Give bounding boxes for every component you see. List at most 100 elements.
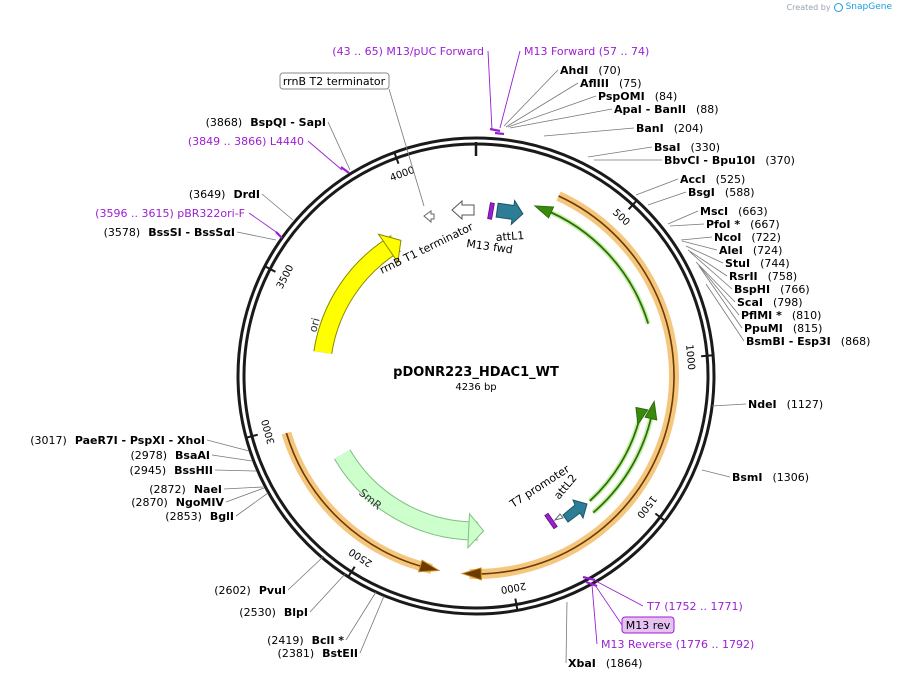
attl2-primer-bar bbox=[544, 512, 558, 530]
site-leader bbox=[509, 108, 613, 129]
snapgene-logo-icon bbox=[833, 2, 843, 12]
site-enzyme: BspQI - SapI bbox=[250, 116, 326, 129]
site-bsphi: BspHI(766) bbox=[734, 283, 810, 296]
site-bsaai: BsaAI (2978) bbox=[130, 449, 210, 462]
site-pspomi: PspOMI(84) bbox=[598, 90, 677, 103]
site-bsmi: BsmI(1306) bbox=[732, 471, 809, 484]
site-enzyme: BsaAI bbox=[175, 449, 210, 462]
site-leader bbox=[680, 236, 713, 241]
rrnb-t1-terminator-feature bbox=[423, 199, 475, 224]
site-leader bbox=[223, 486, 264, 490]
feature-arrowhead bbox=[533, 205, 555, 219]
m13-rev-callout-label: M13 rev bbox=[626, 619, 671, 632]
site-position: (588) bbox=[725, 186, 755, 199]
site-position: (525) bbox=[716, 173, 746, 186]
site-enzyme: BsaI bbox=[654, 141, 680, 154]
site-position: (722) bbox=[751, 231, 781, 244]
site-enzyme: PfoI * bbox=[706, 218, 740, 231]
scale-tick-label: 2000 bbox=[500, 580, 527, 595]
primer-label: M13 Forward (57 .. 74) bbox=[524, 45, 649, 58]
site-leader bbox=[667, 210, 699, 225]
primer-leader bbox=[307, 140, 343, 171]
site-position: (758) bbox=[768, 270, 798, 283]
site-bsai: BsaI(330) bbox=[654, 141, 720, 154]
feature-core bbox=[285, 432, 432, 570]
attl1-arrow bbox=[495, 199, 524, 226]
site-leader bbox=[359, 595, 385, 654]
site-msci: MscI(663) bbox=[700, 205, 768, 218]
site-leader bbox=[507, 95, 597, 128]
site-leader bbox=[705, 283, 745, 342]
site-enzyme: AccI bbox=[680, 173, 706, 186]
t7-promoter-shape bbox=[553, 513, 564, 521]
attl1-label: attL1 bbox=[495, 229, 524, 244]
site-enzyme: BsgI bbox=[688, 186, 715, 199]
site-position: (2945) bbox=[130, 464, 167, 477]
site-position: (724) bbox=[753, 244, 783, 257]
site-enzyme: NdeI bbox=[748, 398, 777, 411]
primer-binding-mark bbox=[582, 575, 596, 582]
snapgene-branding: Created by SnapGene bbox=[787, 2, 892, 12]
snapgene-brand-name: SnapGene bbox=[845, 2, 892, 12]
site-blpi: BlpI (2530) bbox=[239, 606, 308, 619]
site-position: (204) bbox=[674, 122, 704, 135]
scale-tick-3500 bbox=[264, 265, 276, 273]
site-position: (3017) bbox=[30, 434, 67, 447]
feature-core bbox=[592, 407, 654, 514]
site-position: (2853) bbox=[165, 510, 202, 523]
feature-arrowhead bbox=[644, 400, 658, 421]
site-enzyme: BssSI - BssSαI bbox=[148, 226, 235, 239]
scale-tick-500 bbox=[627, 199, 638, 211]
site-position: (2381) bbox=[278, 647, 315, 660]
feature-smr bbox=[334, 449, 485, 550]
feature-label-ori: ori bbox=[306, 316, 322, 333]
site-enzyme: BlpI bbox=[284, 606, 308, 619]
site-bgli: BglI(2853) bbox=[165, 510, 234, 523]
feature-green-arrow-1 bbox=[533, 205, 651, 325]
rrnb-t2-leader bbox=[388, 88, 425, 207]
feature-green-arrow-3 bbox=[588, 406, 649, 503]
feature-halo bbox=[281, 431, 433, 574]
site-leader bbox=[685, 245, 724, 264]
site-enzyme: ScaI bbox=[737, 296, 763, 309]
site-position: (868) bbox=[841, 335, 871, 348]
primer-label: (3849 .. 3866) L4440 bbox=[188, 135, 304, 148]
site-position: (2530) bbox=[239, 606, 276, 619]
site-aflIII: AflIII(75) bbox=[580, 77, 642, 90]
feature-insert-orange bbox=[460, 191, 679, 581]
site-enzyme: MscI bbox=[700, 205, 728, 218]
rrnb-t1-shape bbox=[423, 210, 435, 224]
site-enzyme: PspOMI bbox=[598, 90, 645, 103]
site-leader bbox=[711, 403, 747, 407]
scale-tick-1500 bbox=[654, 512, 666, 522]
enzyme-site-labels: AhdI(70)AflIII(75)PspOMI(84)ApaI - BanII… bbox=[30, 64, 870, 670]
site-enzyme: BanI bbox=[636, 122, 664, 135]
site-leader bbox=[543, 127, 635, 137]
primer-l4440: (3849 .. 3866) L4440 bbox=[188, 135, 350, 174]
primer-label: (43 .. 65) M13/pUC Forward bbox=[332, 45, 484, 58]
site-enzyme: BsmI bbox=[732, 471, 763, 484]
rrnb-t2-callout-box bbox=[279, 72, 390, 90]
feature-arrowhead bbox=[418, 559, 441, 573]
site-leader bbox=[689, 251, 733, 290]
rrnb-t2-callout-label: rrnB T2 terminator bbox=[283, 75, 386, 88]
site-bsshii: BssHII(2945) bbox=[130, 464, 213, 477]
scale-tick-label: 3500 bbox=[275, 263, 296, 291]
site-pvui: PvuI(2602) bbox=[214, 584, 286, 597]
site-position: (766) bbox=[780, 283, 810, 296]
site-enzyme: AleI bbox=[719, 244, 743, 257]
site-leader bbox=[565, 601, 568, 664]
site-bbvci-bpu10i: BbvCI - Bpu10I(370) bbox=[664, 154, 795, 167]
site-leader bbox=[681, 240, 718, 251]
primer-binding-mark bbox=[275, 231, 283, 239]
site-bsgi: BsgI (588) bbox=[688, 186, 755, 199]
site-bsssi-bssai: BssSI - BssSαI(3578) bbox=[104, 226, 235, 239]
site-position: (2978) bbox=[130, 449, 167, 462]
site-leader bbox=[206, 439, 250, 452]
site-enzyme: PflMI * bbox=[741, 309, 782, 322]
primer-m13-forward: M13 Forward (57 .. 74) bbox=[494, 45, 649, 136]
site-leader bbox=[503, 69, 559, 127]
site-bsteii: BstEII(2381) bbox=[278, 647, 358, 660]
primer-leader bbox=[591, 584, 598, 645]
primer-leader bbox=[248, 212, 280, 235]
